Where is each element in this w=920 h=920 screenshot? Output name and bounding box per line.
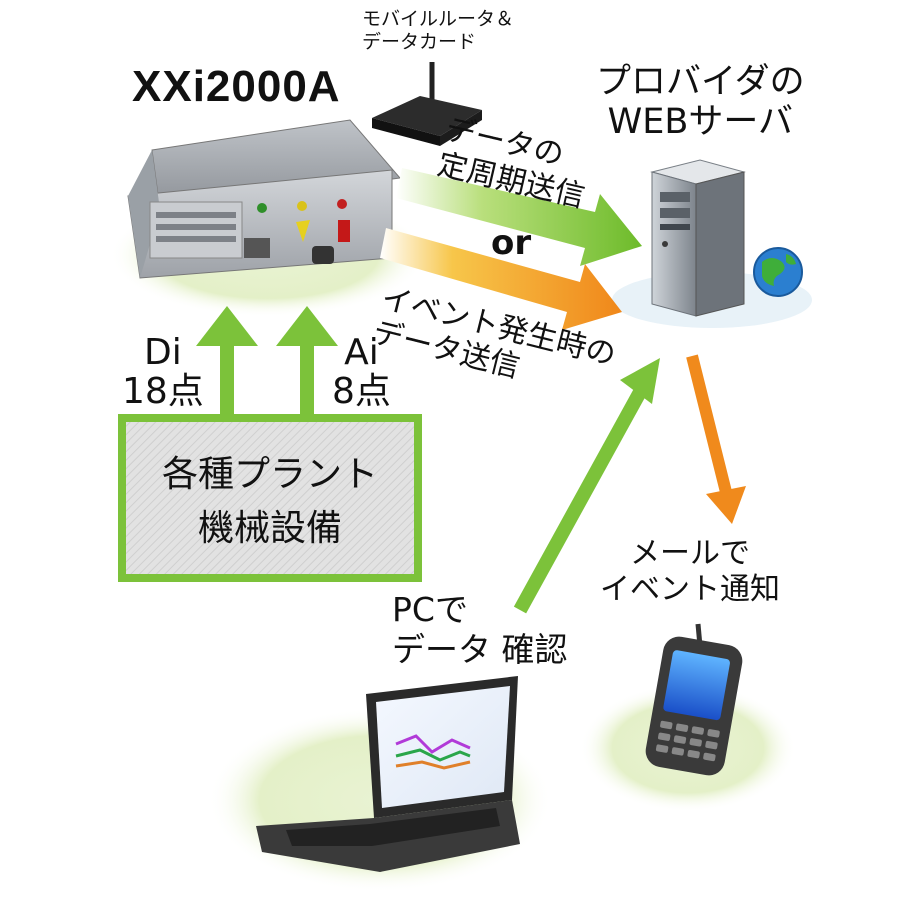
mail-notification-label: メールで イベント通知 [600, 536, 780, 607]
web-server-label: プロバイダの WEBサーバ [596, 62, 805, 143]
periodic-send-arrow [396, 168, 642, 266]
ai-input-label: Ai 8点 [332, 332, 391, 412]
event-send-arrow [380, 228, 622, 330]
router-label: モバイルルータ＆ データカード [362, 8, 515, 53]
plant-equipment-label: 各種プラント 機械設備 [161, 454, 378, 549]
plant-equipment-box [118, 414, 422, 582]
input-arrows [196, 306, 338, 424]
pc-data-check-label: PCで データ 確認 [392, 590, 568, 669]
pc-to-server-arrow [513, 358, 660, 614]
laptop-icon [256, 676, 520, 872]
mobile-phone-icon [645, 623, 743, 776]
server-to-mail-arrow [686, 354, 746, 524]
mobile-router-icon [372, 62, 482, 146]
or-label: or [491, 223, 532, 263]
device-name-label: XXi2000A [132, 62, 341, 111]
xxi2000a-device [127, 119, 401, 279]
web-server-icon [650, 159, 803, 317]
di-input-label: Di 18点 [122, 332, 204, 412]
